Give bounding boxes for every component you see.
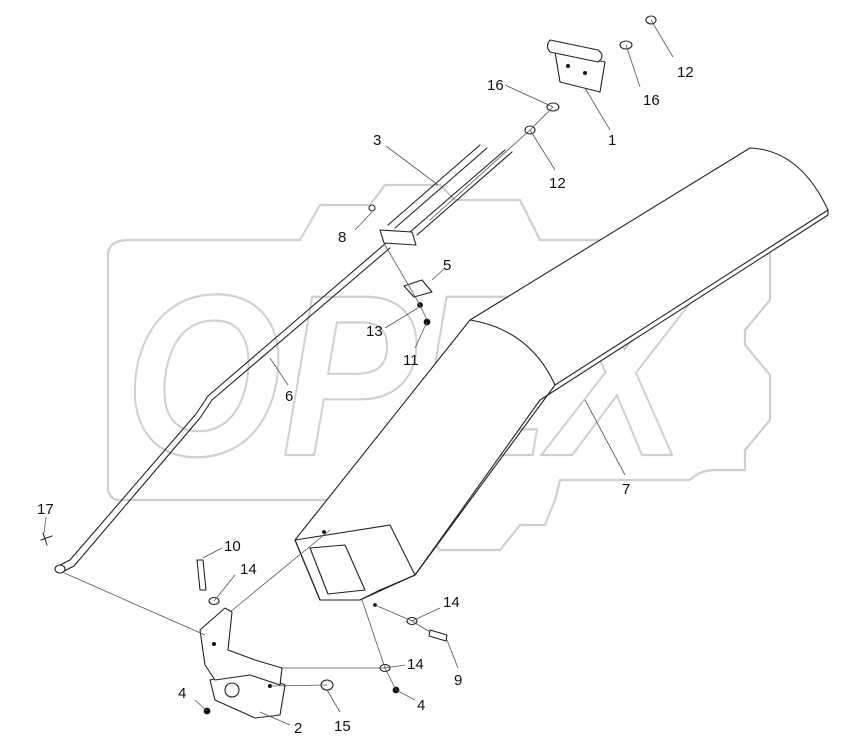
callout-16: 16 xyxy=(643,92,660,109)
axis-line-bracket-cover xyxy=(229,529,331,613)
cover-front-opening xyxy=(309,544,366,595)
bolt-part-9 xyxy=(428,629,448,642)
callout-4: 4 xyxy=(178,685,186,702)
axis-line-bolt-9 xyxy=(374,604,431,633)
callout-17: 17 xyxy=(37,501,54,518)
rod-bracket-part-3 xyxy=(379,144,513,246)
leader-12b xyxy=(529,129,556,171)
leader-13 xyxy=(384,307,419,329)
hardware xyxy=(40,15,657,715)
leader-lines xyxy=(43,19,674,726)
leader-12a xyxy=(650,19,674,58)
cover-front-face xyxy=(294,524,416,601)
leader-6 xyxy=(269,357,289,386)
hinge-hole-a xyxy=(566,64,571,69)
callout-4: 4 xyxy=(417,697,425,714)
axis-line-rod-bracket xyxy=(61,571,206,636)
hinge-tube xyxy=(546,39,603,63)
cover-hole xyxy=(322,530,326,534)
cover-side-edge xyxy=(554,209,829,386)
leader-17 xyxy=(43,516,47,534)
clip-part-5 xyxy=(403,279,433,298)
callout-13: 13 xyxy=(366,323,383,340)
leader-9 xyxy=(446,639,459,669)
leader-14a xyxy=(213,574,236,602)
bolt-8-head xyxy=(368,204,376,212)
leader-14c xyxy=(384,664,406,669)
leader-10 xyxy=(202,547,223,559)
pin-part-17 xyxy=(40,532,53,546)
callout-12: 12 xyxy=(549,175,566,192)
bracket-rod-c xyxy=(409,149,506,233)
callout-16: 16 xyxy=(487,77,504,94)
callout-14: 14 xyxy=(240,561,257,578)
leader-2 xyxy=(259,711,291,726)
callout-5: 5 xyxy=(443,257,451,274)
bracket-rod-b xyxy=(394,147,488,229)
callout-labels: 12 16 16 1 3 12 8 5 13 11 6 7 17 10 14 1… xyxy=(37,64,694,737)
axis-line-clip xyxy=(384,244,428,321)
callout-9: 9 xyxy=(454,672,462,689)
rod-upper-line xyxy=(61,247,391,573)
callout-15: 15 xyxy=(334,718,351,735)
callout-10: 10 xyxy=(224,538,241,555)
leader-16b xyxy=(625,44,641,88)
cover-part-7 xyxy=(294,147,829,607)
callout-3: 3 xyxy=(373,132,381,149)
axis-line-top xyxy=(429,106,554,221)
callout-8: 8 xyxy=(338,229,346,246)
callout-2: 2 xyxy=(294,720,302,737)
callout-12: 12 xyxy=(677,64,694,81)
rod-lower-line xyxy=(57,242,387,567)
callout-14: 14 xyxy=(443,594,460,611)
callout-14: 14 xyxy=(407,656,424,673)
leader-4a xyxy=(194,699,208,712)
bracket-rod-a xyxy=(387,144,481,226)
bracket-rod-d xyxy=(416,151,513,236)
leader-11 xyxy=(414,321,428,349)
axis-line-washer-15 xyxy=(269,684,328,687)
bolt-part-10 xyxy=(196,559,207,591)
hinge-hole-b xyxy=(583,71,588,76)
rod-end xyxy=(54,564,66,574)
leader-16a xyxy=(504,84,554,108)
bracket-upright xyxy=(199,607,283,686)
leader-3 xyxy=(385,145,439,186)
leader-4b xyxy=(395,689,416,701)
lower-bracket-part-2 xyxy=(199,607,286,719)
rod-part-6 xyxy=(54,242,391,574)
hinge-bracket-part-1 xyxy=(546,39,606,93)
leader-7 xyxy=(584,399,626,476)
axis-line-cover-nut xyxy=(361,599,397,691)
callout-7: 7 xyxy=(622,481,630,498)
leader-14b xyxy=(411,607,441,622)
callout-6: 6 xyxy=(285,388,293,405)
bracket-plate xyxy=(379,229,417,246)
leader-1 xyxy=(584,87,611,131)
bracket-hole xyxy=(224,682,240,698)
leader-8 xyxy=(354,211,373,231)
callout-11: 11 xyxy=(403,352,419,369)
bracket-pin-a xyxy=(211,642,216,647)
leader-15 xyxy=(326,689,341,713)
cover-top-ridge xyxy=(414,319,556,576)
leader-5 xyxy=(431,267,446,281)
callout-1: 1 xyxy=(608,132,616,149)
